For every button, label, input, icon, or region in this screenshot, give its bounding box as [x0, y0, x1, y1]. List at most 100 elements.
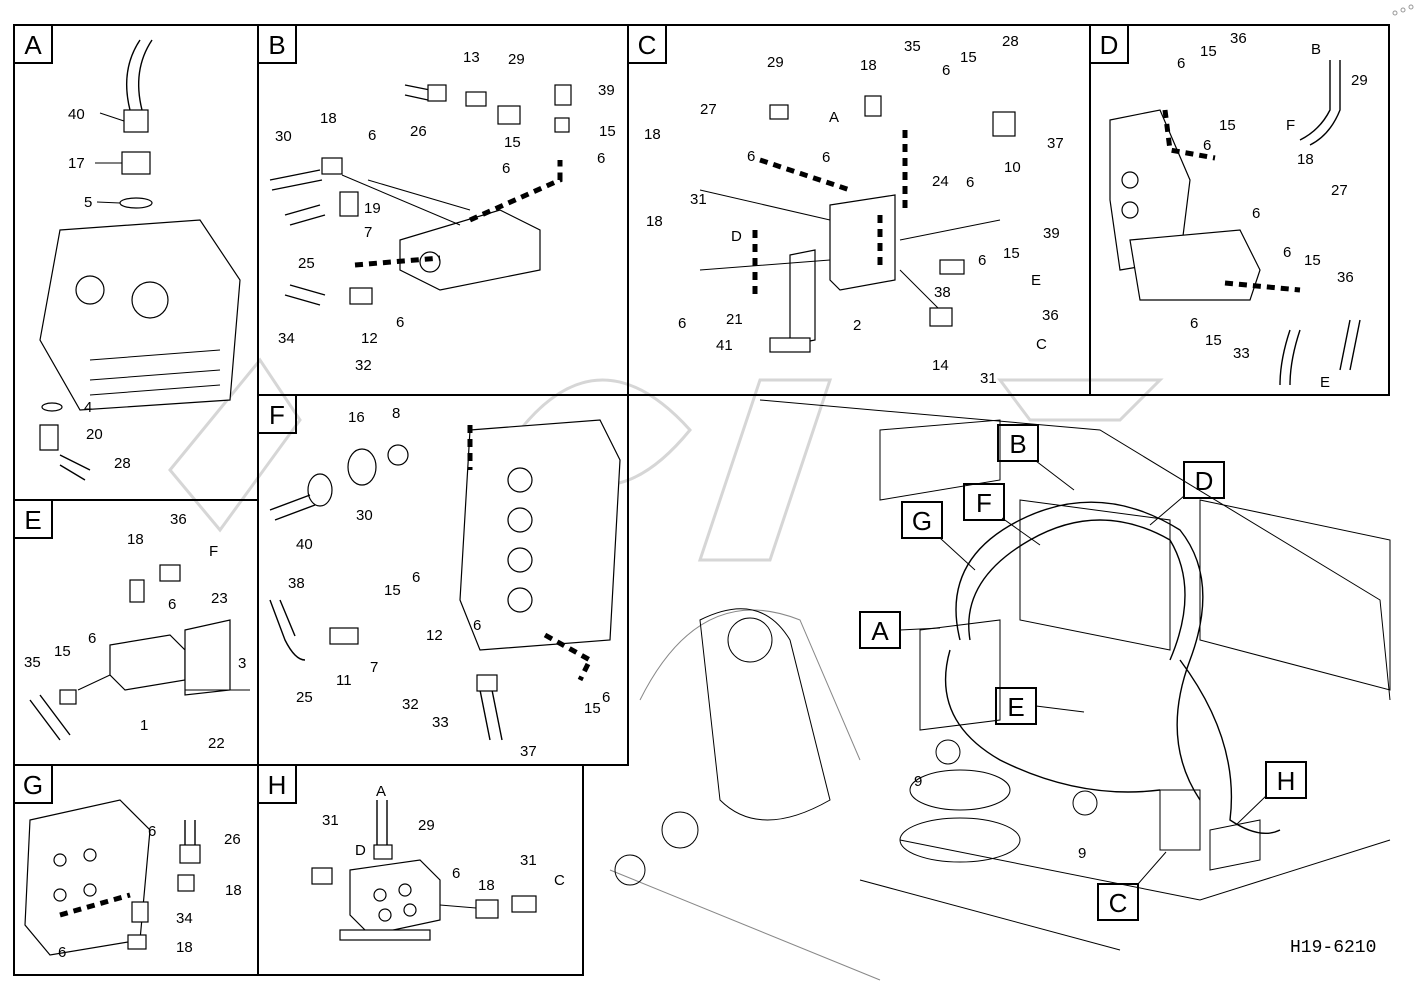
- callout-label: 31: [520, 852, 537, 869]
- panel-letter: G: [23, 770, 43, 800]
- callout-label: 15: [960, 49, 977, 66]
- panel-d: D 6 15 36 B 29 F 15 6 18 6 27 6 15 36 6 …: [1089, 24, 1390, 396]
- callout-label: 27: [700, 101, 717, 118]
- svg-text:C: C: [1109, 888, 1128, 918]
- callout-label: 30: [275, 128, 292, 145]
- callout-label: 15: [599, 123, 616, 140]
- callout-label: 6: [602, 689, 610, 706]
- overview-callout-H: H: [1235, 761, 1307, 826]
- callout-label: 29: [767, 54, 784, 71]
- panel-b: B 13 29 39 26 15 15 18 6 6 30 6 19 7 25 …: [257, 24, 629, 396]
- callout-label: 10: [1004, 159, 1021, 176]
- callout-label: 41: [716, 337, 733, 354]
- callout-label: 18: [644, 126, 661, 143]
- panel-letter: D: [1100, 30, 1119, 60]
- callout-label: 6: [1252, 205, 1260, 222]
- callout-label: 6: [88, 630, 96, 647]
- callout-label: 15: [1304, 252, 1321, 269]
- callout-label: 29: [418, 817, 435, 834]
- svg-text:F: F: [976, 488, 992, 518]
- callout-label: 20: [86, 426, 103, 443]
- callout-label: 12: [361, 330, 378, 347]
- callout-label: 23: [211, 590, 228, 607]
- overview-label: 9: [1078, 845, 1086, 862]
- callout-label: 16: [348, 409, 365, 426]
- callout-label: 18: [1297, 151, 1314, 168]
- callout-label: 15: [1003, 245, 1020, 262]
- callout-label: 18: [176, 939, 193, 956]
- callout-label: 25: [296, 689, 313, 706]
- callout-label: D: [355, 842, 366, 859]
- callout-label: 6: [148, 823, 156, 840]
- svg-text:D: D: [1195, 466, 1214, 496]
- callout-label: 35: [24, 654, 41, 671]
- callout-label: 18: [225, 882, 242, 899]
- callout-label: 26: [224, 831, 241, 848]
- corner-mark-icon: [1392, 4, 1414, 16]
- callout-label: 6: [1177, 55, 1185, 72]
- callout-label: 32: [355, 357, 372, 374]
- callout-label: 30: [356, 507, 373, 524]
- callout-label: 39: [1043, 225, 1060, 242]
- callout-label: 27: [1331, 182, 1348, 199]
- callout-label: 15: [1219, 117, 1236, 134]
- overview-callout-B: B: [997, 424, 1075, 491]
- callout-label: 24: [932, 173, 949, 190]
- callout-label: 36: [1337, 269, 1354, 286]
- callout-label: 38: [288, 575, 305, 592]
- callout-label: 28: [1002, 33, 1019, 50]
- overview-assembly: [609, 399, 1391, 981]
- callout-label: 5: [84, 194, 92, 211]
- panel-f: F 16 8 30 40 38 15 6 12 6 25 11 7 32 33 …: [257, 394, 629, 766]
- callout-label: 36: [1042, 307, 1059, 324]
- callout-label: 21: [726, 311, 743, 328]
- callout-label: 15: [504, 134, 521, 151]
- callout-label: 12: [426, 627, 443, 644]
- callout-label: 15: [54, 643, 71, 660]
- panel-g: G 6 26 18 34 6 18: [13, 764, 259, 976]
- overview-callout-A: A: [859, 611, 941, 649]
- callout-label: A: [829, 109, 839, 126]
- callout-label: F: [1286, 117, 1295, 134]
- overview-callout-G: G: [901, 501, 976, 571]
- callout-label: 17: [68, 155, 85, 172]
- callout-label: 6: [597, 150, 605, 167]
- panel-letter: A: [24, 30, 42, 60]
- callout-label: 6: [473, 617, 481, 634]
- callout-label: 6: [966, 174, 974, 191]
- panel-letter: F: [269, 400, 285, 430]
- callout-label: 29: [508, 51, 525, 68]
- callout-label: 32: [402, 696, 419, 713]
- overview-callout-D: D: [1149, 461, 1225, 526]
- callout-label: 6: [678, 315, 686, 332]
- callout-label: 4: [84, 399, 92, 416]
- callout-label: 31: [980, 370, 997, 387]
- callout-label: 6: [368, 127, 376, 144]
- callout-label: C: [554, 872, 565, 889]
- callout-label: 15: [384, 582, 401, 599]
- callout-label: 14: [932, 357, 949, 374]
- callout-label: 6: [452, 865, 460, 882]
- callout-label: A: [376, 783, 386, 800]
- callout-label: 37: [520, 743, 537, 760]
- callout-label: 40: [68, 106, 85, 123]
- callout-label: 15: [584, 700, 601, 717]
- callout-label: 6: [412, 569, 420, 586]
- callout-label: E: [1320, 374, 1330, 391]
- overview-label: 9: [914, 773, 922, 790]
- callout-label: 6: [822, 149, 830, 166]
- callout-label: 18: [478, 877, 495, 894]
- svg-text:A: A: [871, 616, 889, 646]
- callout-label: 29: [1351, 72, 1368, 89]
- callout-label: 6: [396, 314, 404, 331]
- callout-label: 39: [598, 82, 615, 99]
- drawing-code: H19-6210: [1290, 938, 1376, 958]
- callout-label: 36: [1230, 30, 1247, 47]
- callout-label: 26: [410, 123, 427, 140]
- callout-label: 40: [296, 536, 313, 553]
- callout-label: 31: [322, 812, 339, 829]
- callout-label: 3: [238, 655, 246, 672]
- callout-label: 35: [904, 38, 921, 55]
- overview-callout-F: F: [963, 483, 1041, 546]
- callout-label: 34: [278, 330, 295, 347]
